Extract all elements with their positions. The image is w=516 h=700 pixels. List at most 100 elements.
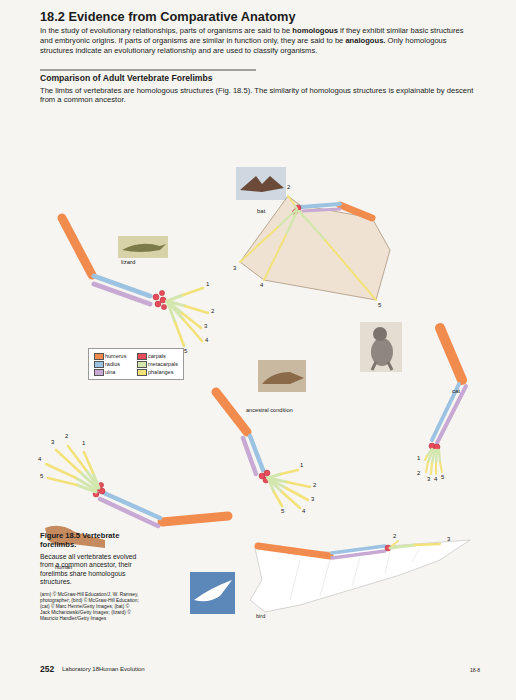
key-term: homologous xyxy=(292,26,338,35)
legend-swatch xyxy=(137,353,147,360)
cat-forelimb xyxy=(425,456,427,460)
bat-forelimb xyxy=(240,227,278,262)
cat-forelimb xyxy=(431,463,432,474)
legend-box: humerusradiusulnacarpalsmetacarpalsphala… xyxy=(88,348,184,380)
section-heading: Comparison of Adult Vertebrate Forelimbs xyxy=(40,73,213,84)
digit-number: 3 xyxy=(233,265,236,273)
lizard-forelimb xyxy=(183,319,202,341)
ancestral-forelimb xyxy=(264,470,270,476)
digit-number: 4 xyxy=(434,476,437,484)
cat-forelimb xyxy=(440,462,442,472)
bat-forelimb xyxy=(288,196,294,204)
legend-swatch xyxy=(94,369,104,376)
human-forelimb xyxy=(68,446,86,470)
cat-forelimb xyxy=(437,386,466,443)
digit-number: 5 xyxy=(281,508,284,516)
cat-photo xyxy=(360,322,402,372)
lizard-forelimb xyxy=(153,294,159,300)
digit-number: 1 xyxy=(82,440,85,448)
digit-number: 4 xyxy=(260,282,263,290)
ancestral-forelimb xyxy=(216,392,247,432)
legend-text: carpals xyxy=(148,353,166,359)
ancestral-photo xyxy=(262,372,304,384)
lizard-photo xyxy=(118,236,168,258)
species-label: bat xyxy=(257,208,265,216)
ancestral-photo xyxy=(258,360,306,392)
cat-forelimb xyxy=(425,328,466,474)
cat-forelimb xyxy=(435,463,437,474)
digit-number: 2 xyxy=(417,470,420,478)
legend-swatch xyxy=(137,361,147,368)
ancestral-forelimb xyxy=(268,478,282,492)
bat-forelimb xyxy=(340,205,372,218)
digit-number: 5 xyxy=(441,474,444,482)
digit-number: 3 xyxy=(311,496,314,504)
digit-number: 2 xyxy=(287,184,290,192)
ancestral-forelimb xyxy=(216,392,310,508)
caption-text: Because all vertebrates evolved from a c… xyxy=(40,553,138,587)
cat-photo xyxy=(360,322,402,372)
ancestral-forelimb xyxy=(281,470,298,474)
bat-forelimb xyxy=(325,240,376,300)
body-text: The limbs of vertebrates are homologous … xyxy=(40,86,478,105)
legend-text: radius xyxy=(105,361,120,367)
bat-photo xyxy=(240,176,284,192)
ancestral-forelimb xyxy=(268,478,274,492)
digit-number: 3 xyxy=(51,439,54,447)
lizard-forelimb xyxy=(62,218,208,346)
digit-number: 2 xyxy=(313,482,316,490)
lizard-forelimb xyxy=(183,288,203,295)
digit-number: 3 xyxy=(427,476,430,484)
body-text: In the study of evolutionary relationshi… xyxy=(40,26,290,35)
cat-photo xyxy=(371,338,393,366)
digit-number: 5 xyxy=(184,348,187,356)
bird-forelimb xyxy=(258,546,330,556)
human-forelimb xyxy=(77,485,96,492)
cat-photo xyxy=(388,362,392,370)
digit-number: 5 xyxy=(378,302,381,310)
section-rule xyxy=(40,70,256,71)
lizard-forelimb xyxy=(175,322,184,346)
page-code: 18-8 xyxy=(470,667,480,673)
bat-forelimb xyxy=(299,211,325,240)
bat-forelimb xyxy=(301,204,340,207)
human-forelimb xyxy=(46,464,76,478)
ancestral-forelimb xyxy=(274,492,282,506)
human-forelimb xyxy=(46,446,228,526)
human-forelimb xyxy=(56,450,80,472)
human-forelimb xyxy=(48,478,77,485)
lizard-forelimb xyxy=(185,306,208,313)
digit-number: 2 xyxy=(393,533,396,541)
ancestral-forelimb xyxy=(282,492,300,508)
lizard-photo xyxy=(118,236,168,258)
human-forelimb xyxy=(100,499,158,526)
bat-forelimb xyxy=(303,209,340,211)
lizard-photo xyxy=(122,244,166,252)
bird-forelimb xyxy=(250,540,470,612)
bat-forelimb xyxy=(240,196,390,300)
bird-forelimb xyxy=(332,551,385,558)
cat-photo xyxy=(372,362,376,370)
digit-number: 1 xyxy=(206,281,209,289)
ancestral-photo xyxy=(258,360,306,392)
photo-credits: (arm) © McGraw-Hill Education/J. W. Rams… xyxy=(40,592,140,622)
digit-number: 4 xyxy=(302,508,305,516)
footer-text: Laboratory 18 xyxy=(62,666,99,674)
cat-forelimb xyxy=(426,462,428,472)
species-label: cat xyxy=(452,388,460,396)
legend-swatch xyxy=(137,369,147,376)
bird-photo xyxy=(190,572,235,614)
page-title: 18.2 Evidence from Comparative Anatomy xyxy=(40,9,296,25)
bird-photo xyxy=(194,580,232,601)
species-label: lizard xyxy=(121,259,135,267)
cat-forelimb xyxy=(440,328,462,380)
lizard-forelimb xyxy=(160,297,166,303)
legend-text: phalanges xyxy=(148,369,173,375)
ancestral-forelimb xyxy=(287,482,310,487)
cat-photo xyxy=(373,327,387,341)
lizard-forelimb xyxy=(155,301,161,307)
bird-forelimb xyxy=(392,541,398,546)
lizard-forelimb xyxy=(167,301,175,322)
legend-swatch xyxy=(94,353,104,360)
digit-number: 3 xyxy=(204,323,207,331)
